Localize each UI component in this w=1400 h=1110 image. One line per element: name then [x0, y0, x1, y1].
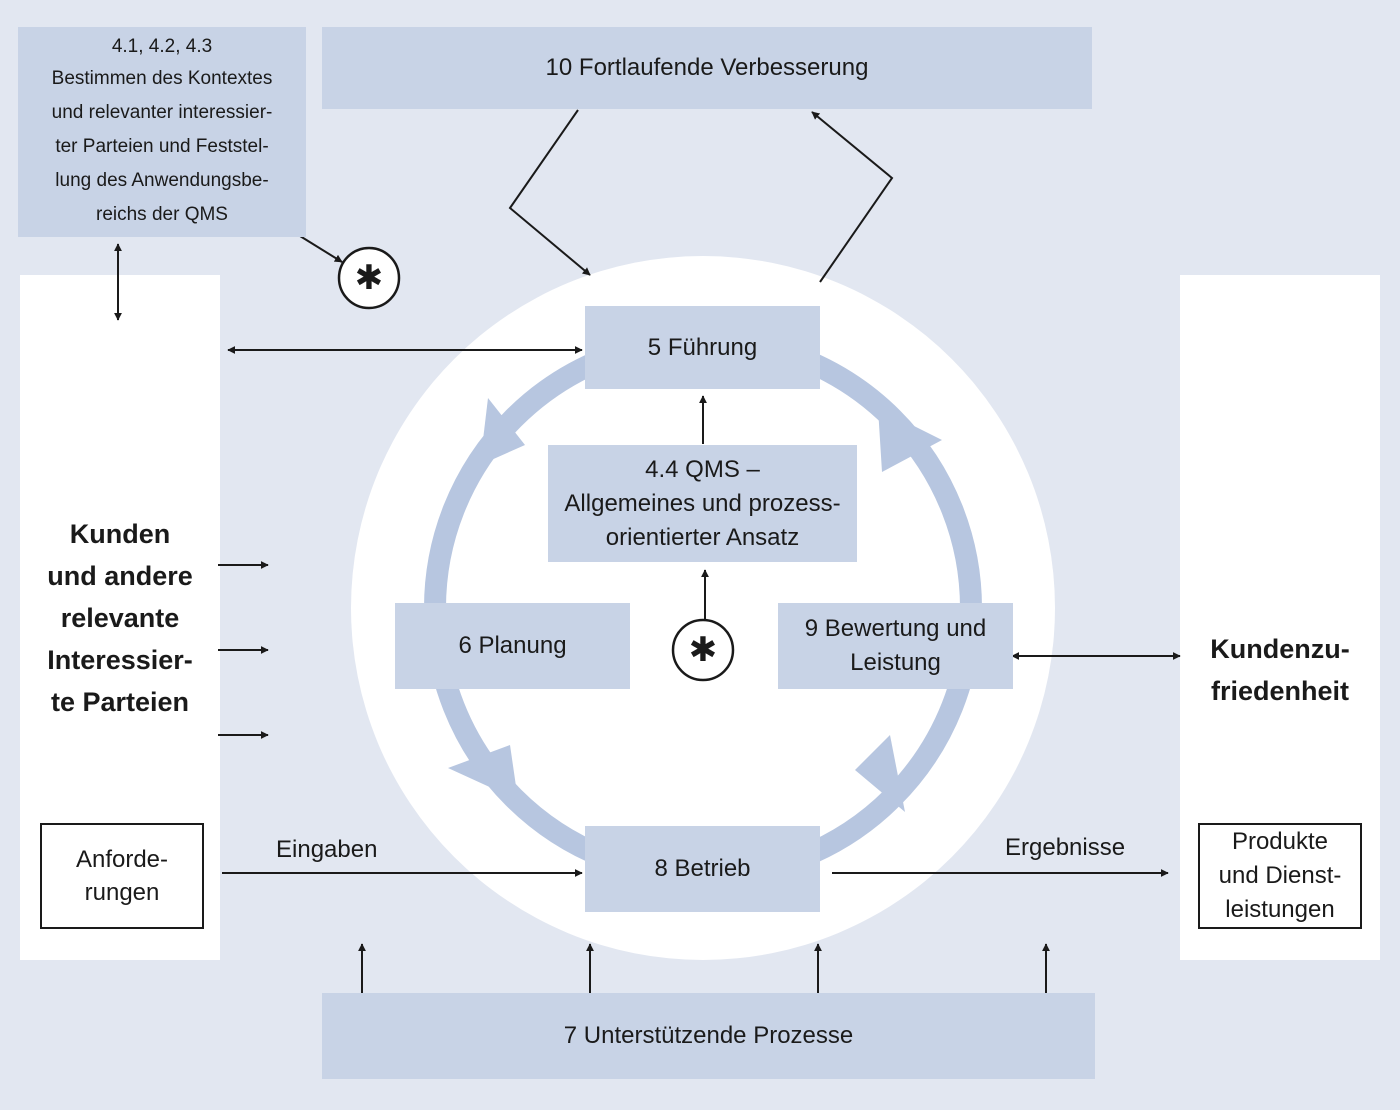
risk-circle-center [671, 618, 735, 682]
operation-box: 8 Betrieb [585, 826, 820, 912]
support-box: 7 Unterstützende Prozesse [322, 993, 1095, 1079]
products-box: Produkte und Dienst- leistungen [1198, 823, 1362, 929]
leadership-label: 5 Führung [647, 333, 758, 361]
context-box: 4.1, 4.2, 4.3 Bestimmen des Kontextes un… [18, 27, 306, 237]
evaluation-box: 9 Bewertung und Leistung [778, 603, 1013, 689]
context-box-heading: 4.1, 4.2, 4.3 [111, 36, 213, 57]
qms-approach-label: 4.4 QMS – Allgemeines und prozess- orien… [564, 455, 841, 551]
requirements-label: Anforde- rungen [75, 846, 169, 906]
cycle-arrowhead-bottom-left [448, 745, 518, 800]
satisfaction-label: Kundenzu- friedenheit [1210, 634, 1350, 706]
context-box-text: Bestimmen des Kontextes und relevanter i… [51, 68, 273, 225]
planning-box: 6 Planung [395, 603, 630, 689]
cycle-arrowhead-bottom-right [855, 735, 905, 812]
customers-label: Kunden und andere relevante Interessier-… [47, 519, 193, 717]
cycle-arrowhead-top-right [878, 408, 942, 472]
improvement-label: 10 Fortlaufende Verbesserung [545, 54, 869, 81]
inputs-label: Eingaben [276, 836, 378, 863]
requirements-box: Anforde- rungen [40, 823, 204, 929]
support-label: 7 Unterstützende Prozesse [563, 1022, 854, 1049]
planning-label: 6 Planung [458, 632, 567, 659]
risk-circle-top [337, 246, 401, 310]
risk-icon: ✱ [354, 259, 384, 297]
operation-label: 8 Betrieb [654, 855, 751, 882]
qms-approach-box: 4.4 QMS – Allgemeines und prozess- orien… [548, 445, 857, 562]
leadership-box: 5 Führung [585, 306, 820, 389]
evaluation-label: 9 Bewertung und Leistung [804, 615, 987, 676]
products-label: Produkte und Dienst- leistungen [1218, 828, 1342, 923]
cycle-arrowhead-top-left [480, 398, 525, 465]
arrow-context-risk [299, 235, 343, 263]
outputs-label: Ergebnisse [1005, 834, 1126, 861]
improvement-box: 10 Fortlaufende Verbesserung [322, 27, 1092, 109]
arrow-circle-to-improvement [811, 111, 894, 283]
risk-icon: ✱ [688, 631, 718, 669]
arrow-improvement-to-circle [508, 109, 591, 276]
